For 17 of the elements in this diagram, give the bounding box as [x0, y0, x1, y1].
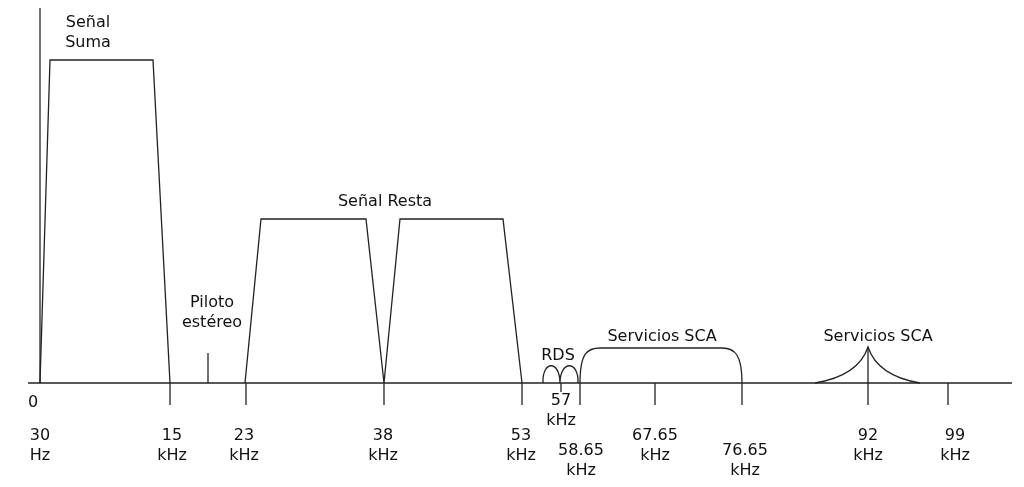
axis-label: 58.65 kHz — [558, 440, 604, 480]
axis-label: 67.65 kHz — [632, 425, 678, 465]
axis-label: 15 kHz — [157, 425, 187, 465]
axis-label: 53 kHz — [506, 425, 536, 465]
axis-label: 57 kHz — [546, 390, 576, 430]
axis-label: 92 kHz — [853, 425, 883, 465]
axis-label: 99 kHz — [940, 425, 970, 465]
band-label: RDS — [541, 345, 575, 365]
axis-label: 30 Hz — [29, 425, 51, 465]
band-label: Servicios SCA — [607, 326, 717, 346]
axis-label: 38 kHz — [368, 425, 398, 465]
axis-label: 23 kHz — [229, 425, 259, 465]
axis-label: 76.65 kHz — [722, 440, 768, 480]
band-label: Piloto estéreo — [181, 292, 243, 332]
band-label: Señal Resta — [337, 191, 433, 211]
band-label: Servicios SCA — [823, 326, 933, 346]
band-label: Señal Suma — [65, 12, 111, 52]
